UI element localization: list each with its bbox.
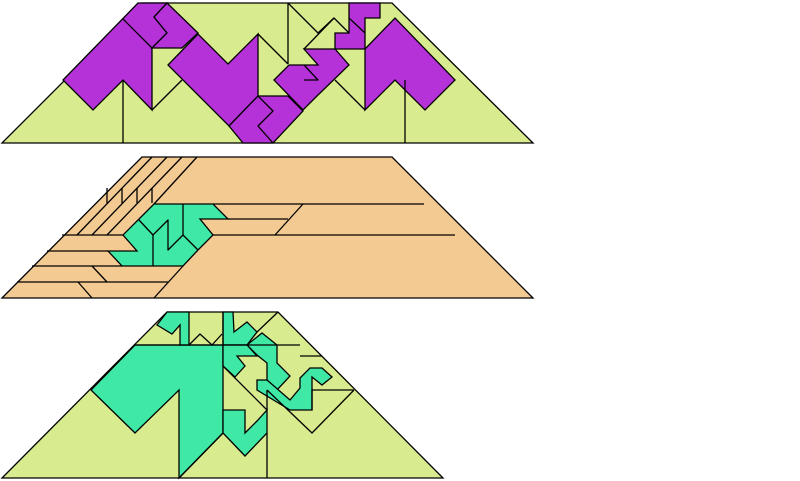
divider-line	[106, 156, 183, 236]
divider-line	[334, 79, 366, 111]
divider-line	[91, 265, 108, 283]
divider-line	[77, 281, 93, 299]
divider-line	[153, 156, 198, 205]
divider-line	[222, 365, 268, 411]
divider-line	[122, 18, 153, 49]
top-dissection-figure	[0, 2, 535, 144]
divider-line	[91, 156, 168, 236]
divider-line	[257, 33, 289, 65]
divider-line	[151, 79, 183, 111]
mint-piece	[246, 332, 291, 391]
divider-line	[311, 389, 354, 410]
bottom-dissection-figure	[0, 311, 445, 480]
divider-line	[266, 389, 355, 434]
divider-line	[178, 432, 224, 479]
middle-dissection-figure	[0, 156, 535, 299]
divider-line	[303, 17, 335, 50]
divider-line	[348, 17, 366, 34]
trapezoid-base	[0, 156, 535, 299]
divider-line	[256, 311, 279, 333]
divider-line	[76, 156, 153, 236]
divider-line	[274, 203, 304, 236]
divider-line	[257, 95, 274, 144]
divider-line	[303, 64, 319, 81]
divider-line	[138, 219, 199, 251]
divider-line	[153, 265, 184, 299]
divider-line	[188, 333, 223, 346]
